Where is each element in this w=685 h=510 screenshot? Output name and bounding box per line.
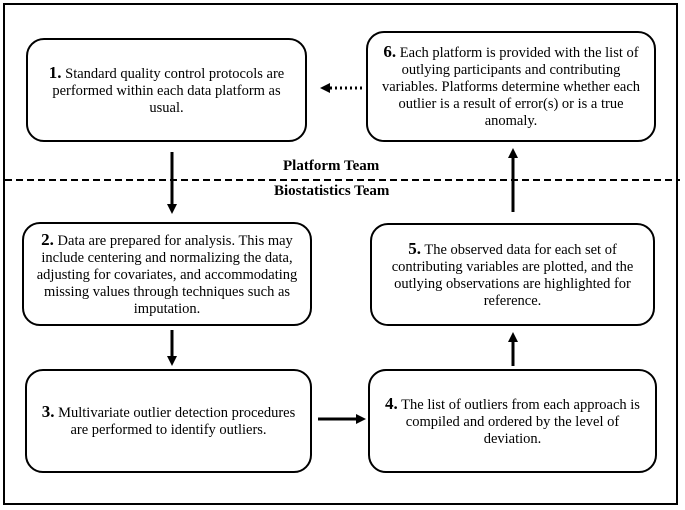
step-1-text: Standard quality control protocols are p… (52, 65, 285, 116)
step-5-number: 5. (408, 238, 421, 258)
diagram-frame (3, 3, 678, 505)
step-1-number: 1. (48, 62, 62, 82)
step-6-box: 6. Each platform is provided with the li… (366, 31, 656, 142)
step-4-number: 4. (385, 393, 398, 413)
step-4-box: 4. The list of outliers from each approa… (368, 369, 657, 473)
step-2-text: Data are prepared for analysis. This may… (36, 232, 298, 317)
step-3-number: 3. (41, 402, 55, 421)
step-3-text: Multivariate outlier detection procedure… (58, 405, 296, 438)
step-4-text: The list of outliers from each approach … (401, 396, 640, 447)
step-6-text: Each platform is provided with the list … (381, 45, 641, 129)
step-3-box: 3. Multivariate outlier detection proced… (25, 369, 312, 473)
step-6-number: 6. (383, 42, 397, 61)
step-2-box: 2. Data are prepared for analysis. This … (22, 222, 312, 326)
step-2-number: 2. (41, 229, 54, 249)
platform-team-label: Platform Team (283, 158, 380, 174)
step-1-box: 1. Standard quality control protocols ar… (26, 38, 307, 142)
step-5-text: The observed data for each set of contri… (391, 241, 634, 309)
step-5-box: 5. The observed data for each set of con… (370, 223, 655, 326)
biostatistics-team-label: Biostatistics Team (274, 183, 390, 199)
